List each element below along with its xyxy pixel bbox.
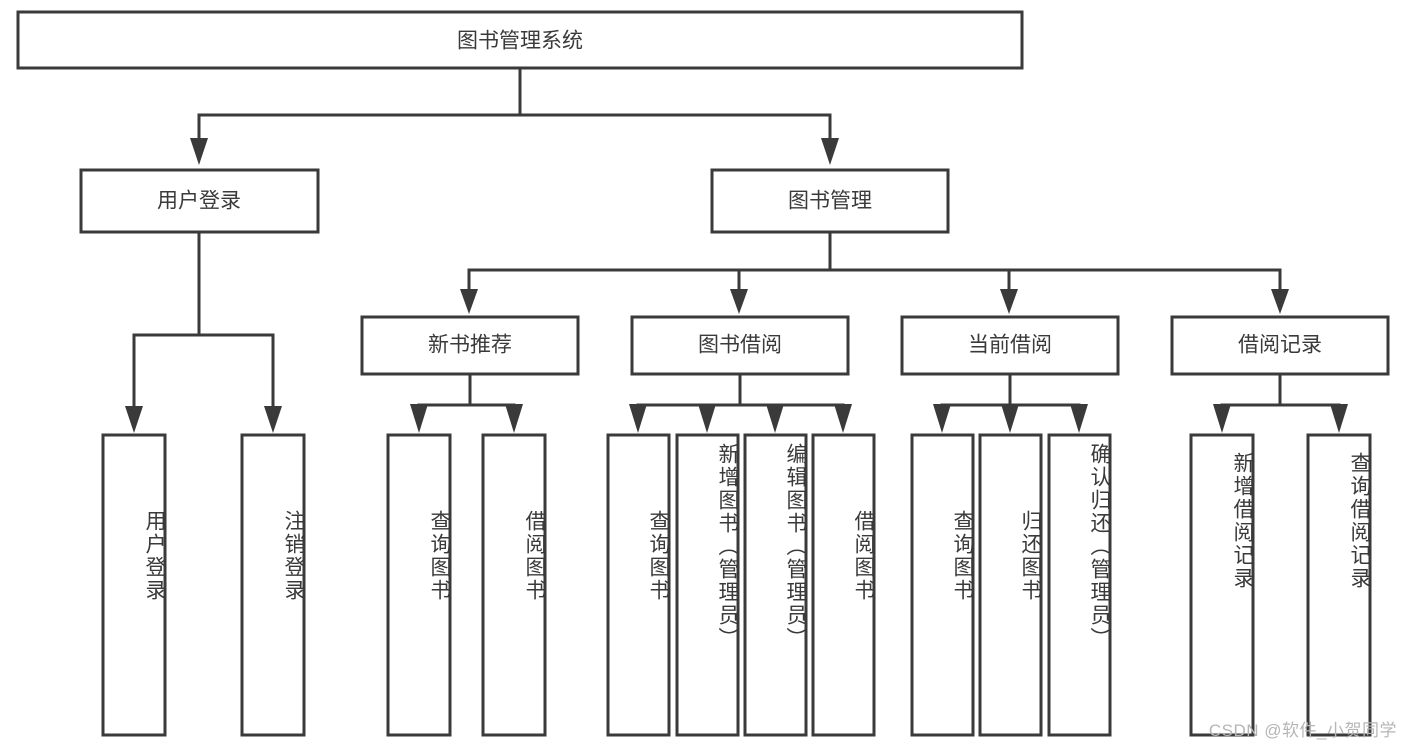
node-new-book-rec-label: 新书推荐 [428, 334, 512, 357]
arrow-head-icon [264, 406, 282, 433]
leaf-borrow-book-2[interactable] [811, 433, 876, 737]
leaf-return-book-box[interactable] [978, 433, 1043, 737]
leaf-add-record[interactable] [1189, 433, 1255, 737]
node-borrow-record-box[interactable] [1170, 315, 1390, 376]
leaf-edit-book[interactable] [743, 433, 808, 737]
arrow-head-icon [505, 404, 523, 433]
node-user-login[interactable]: 用户登录 [79, 168, 320, 234]
arrow-head-icon [730, 289, 748, 314]
node-book-manage[interactable]: 图书管理 [710, 168, 950, 234]
node-book-borrow-box[interactable] [630, 315, 850, 376]
node-root-box[interactable] [16, 10, 1024, 70]
arrow-head-icon [1000, 289, 1018, 314]
arrow-head-icon [410, 404, 428, 433]
arrow-head-icon [834, 404, 852, 433]
arrow-head-icon [125, 406, 143, 433]
node-borrow-record-label: 借阅记录 [1238, 334, 1322, 357]
leaf-query-book-3-box[interactable] [910, 433, 975, 737]
arrow-head-icon [1213, 404, 1231, 433]
node-user-login-label: 用户登录 [157, 190, 241, 213]
leaf-query-book-3[interactable] [910, 433, 975, 737]
leaf-query-book-1-box[interactable] [386, 433, 452, 737]
connector-book-manage-to-level3 [460, 231, 1289, 314]
leaf-add-record-box[interactable] [1189, 433, 1255, 737]
node-root-label: 图书管理系统 [457, 30, 583, 53]
leaf-query-book-2-box[interactable] [606, 433, 671, 737]
leaf-query-record-box[interactable] [1306, 433, 1372, 737]
node-book-manage-label: 图书管理 [788, 190, 872, 213]
connector-new-book-rec-to-leaves [410, 372, 523, 433]
leaf-confirm-return-box[interactable] [1047, 433, 1112, 737]
node-new-book-rec[interactable]: 新书推荐 [360, 315, 580, 376]
node-current-borrow-label: 当前借阅 [968, 334, 1052, 357]
leaf-query-record[interactable] [1306, 433, 1372, 737]
leaf-borrow-book-2-box[interactable] [811, 433, 876, 737]
node-current-borrow[interactable]: 当前借阅 [900, 315, 1120, 376]
leaf-confirm-return[interactable] [1047, 433, 1112, 737]
arrow-head-icon [460, 289, 478, 314]
arrow-head-icon [1001, 404, 1019, 433]
leaf-user-login[interactable] [101, 433, 167, 737]
arrow-head-icon [933, 404, 951, 433]
arrow-head-icon [1271, 289, 1289, 314]
node-book-manage-box[interactable] [710, 168, 950, 234]
connector-user-login-to-leaves [125, 230, 282, 433]
arrow-head-icon [766, 404, 784, 433]
arrow-head-icon [629, 404, 647, 433]
arrow-head-icon [821, 138, 839, 165]
connector-root-to-level2 [190, 66, 839, 165]
node-current-borrow-box[interactable] [900, 315, 1120, 376]
leaf-user-login-box[interactable] [101, 433, 167, 737]
leaf-borrow-book-1-box[interactable] [481, 433, 547, 737]
node-book-borrow-label: 图书借阅 [698, 334, 782, 357]
connector-book-borrow-to-leaves [629, 372, 852, 433]
node-borrow-record[interactable]: 借阅记录 [1170, 315, 1390, 376]
connector-borrow-record-to-leaves [1213, 372, 1348, 433]
node-new-book-rec-box[interactable] [360, 315, 580, 376]
leaf-logout[interactable] [240, 433, 306, 737]
leaf-add-book-box[interactable] [675, 433, 740, 737]
node-root[interactable]: 图书管理系统 [16, 10, 1024, 70]
leaf-logout-box[interactable] [240, 433, 306, 737]
arrow-head-icon [698, 404, 716, 433]
watermark-text: CSDN @软件_小贺同学 [1208, 721, 1397, 740]
node-book-borrow[interactable]: 图书借阅 [630, 315, 850, 376]
leaf-borrow-book-1[interactable] [481, 433, 547, 737]
arrow-head-icon [190, 138, 208, 165]
leaf-query-book-1[interactable] [386, 433, 452, 737]
leaf-query-book-2[interactable] [606, 433, 671, 737]
leaf-add-book[interactable] [675, 433, 740, 737]
connector-current-borrow-to-leaves [933, 372, 1088, 433]
arrow-head-icon [1330, 404, 1348, 433]
arrow-head-icon [1070, 404, 1088, 433]
leaf-return-book[interactable] [978, 433, 1043, 737]
leaf-edit-book-box[interactable] [743, 433, 808, 737]
